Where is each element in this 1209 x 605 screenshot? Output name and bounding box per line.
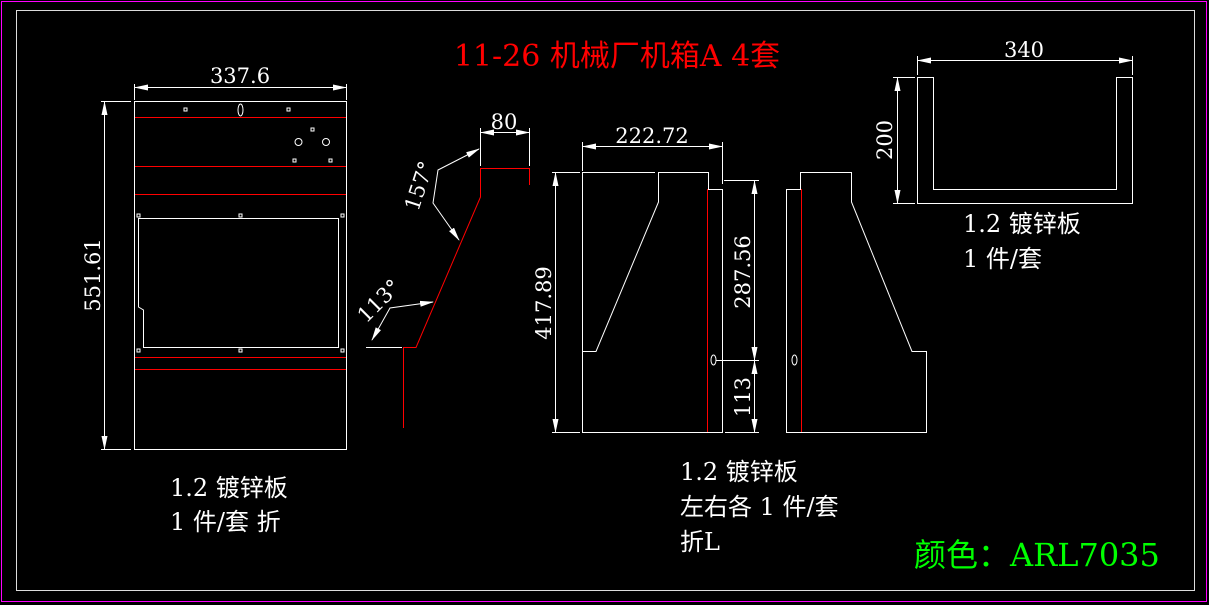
frame-border (16, 10, 1195, 591)
front-note-qty: 1 件/套 折 (170, 508, 281, 536)
channel-width-dim: 340 (1004, 38, 1044, 62)
side-panel-left (552, 142, 759, 433)
channel-note-qty: 1 件/套 (963, 245, 1042, 273)
profile-angle-157: 157° (400, 158, 438, 214)
front-note-material: 1.2 镀锌板 (170, 474, 288, 502)
side-upper-dim: 287.56 (731, 235, 755, 308)
side-panel-right (786, 172, 927, 433)
side-height-dim: 417.89 (532, 266, 556, 339)
front-height-dim: 551.61 (81, 238, 105, 311)
bend-profile (366, 128, 530, 428)
side-lower-dim: 113 (731, 377, 755, 417)
channel-note-material: 1.2 镀锌板 (963, 210, 1081, 238)
side-note-bend: 折L (680, 528, 720, 556)
profile-width-dim: 80 (491, 110, 518, 134)
display-cutout (138, 218, 339, 348)
front-width-dim: 337.6 (210, 64, 270, 88)
color-note: 颜色：ARL7035 (914, 536, 1160, 574)
side-width-dim: 222.72 (615, 124, 688, 148)
side-note-material: 1.2 镀锌板 (680, 458, 798, 486)
u-channel (893, 56, 1133, 204)
channel-height-dim: 200 (873, 120, 897, 160)
drawing-title: 11-26 机械厂机箱A 4套 (454, 39, 780, 74)
side-note-qty: 左右各 1 件/套 (680, 493, 839, 521)
front-panel (101, 84, 347, 450)
profile-angle-113: 113° (353, 275, 406, 328)
